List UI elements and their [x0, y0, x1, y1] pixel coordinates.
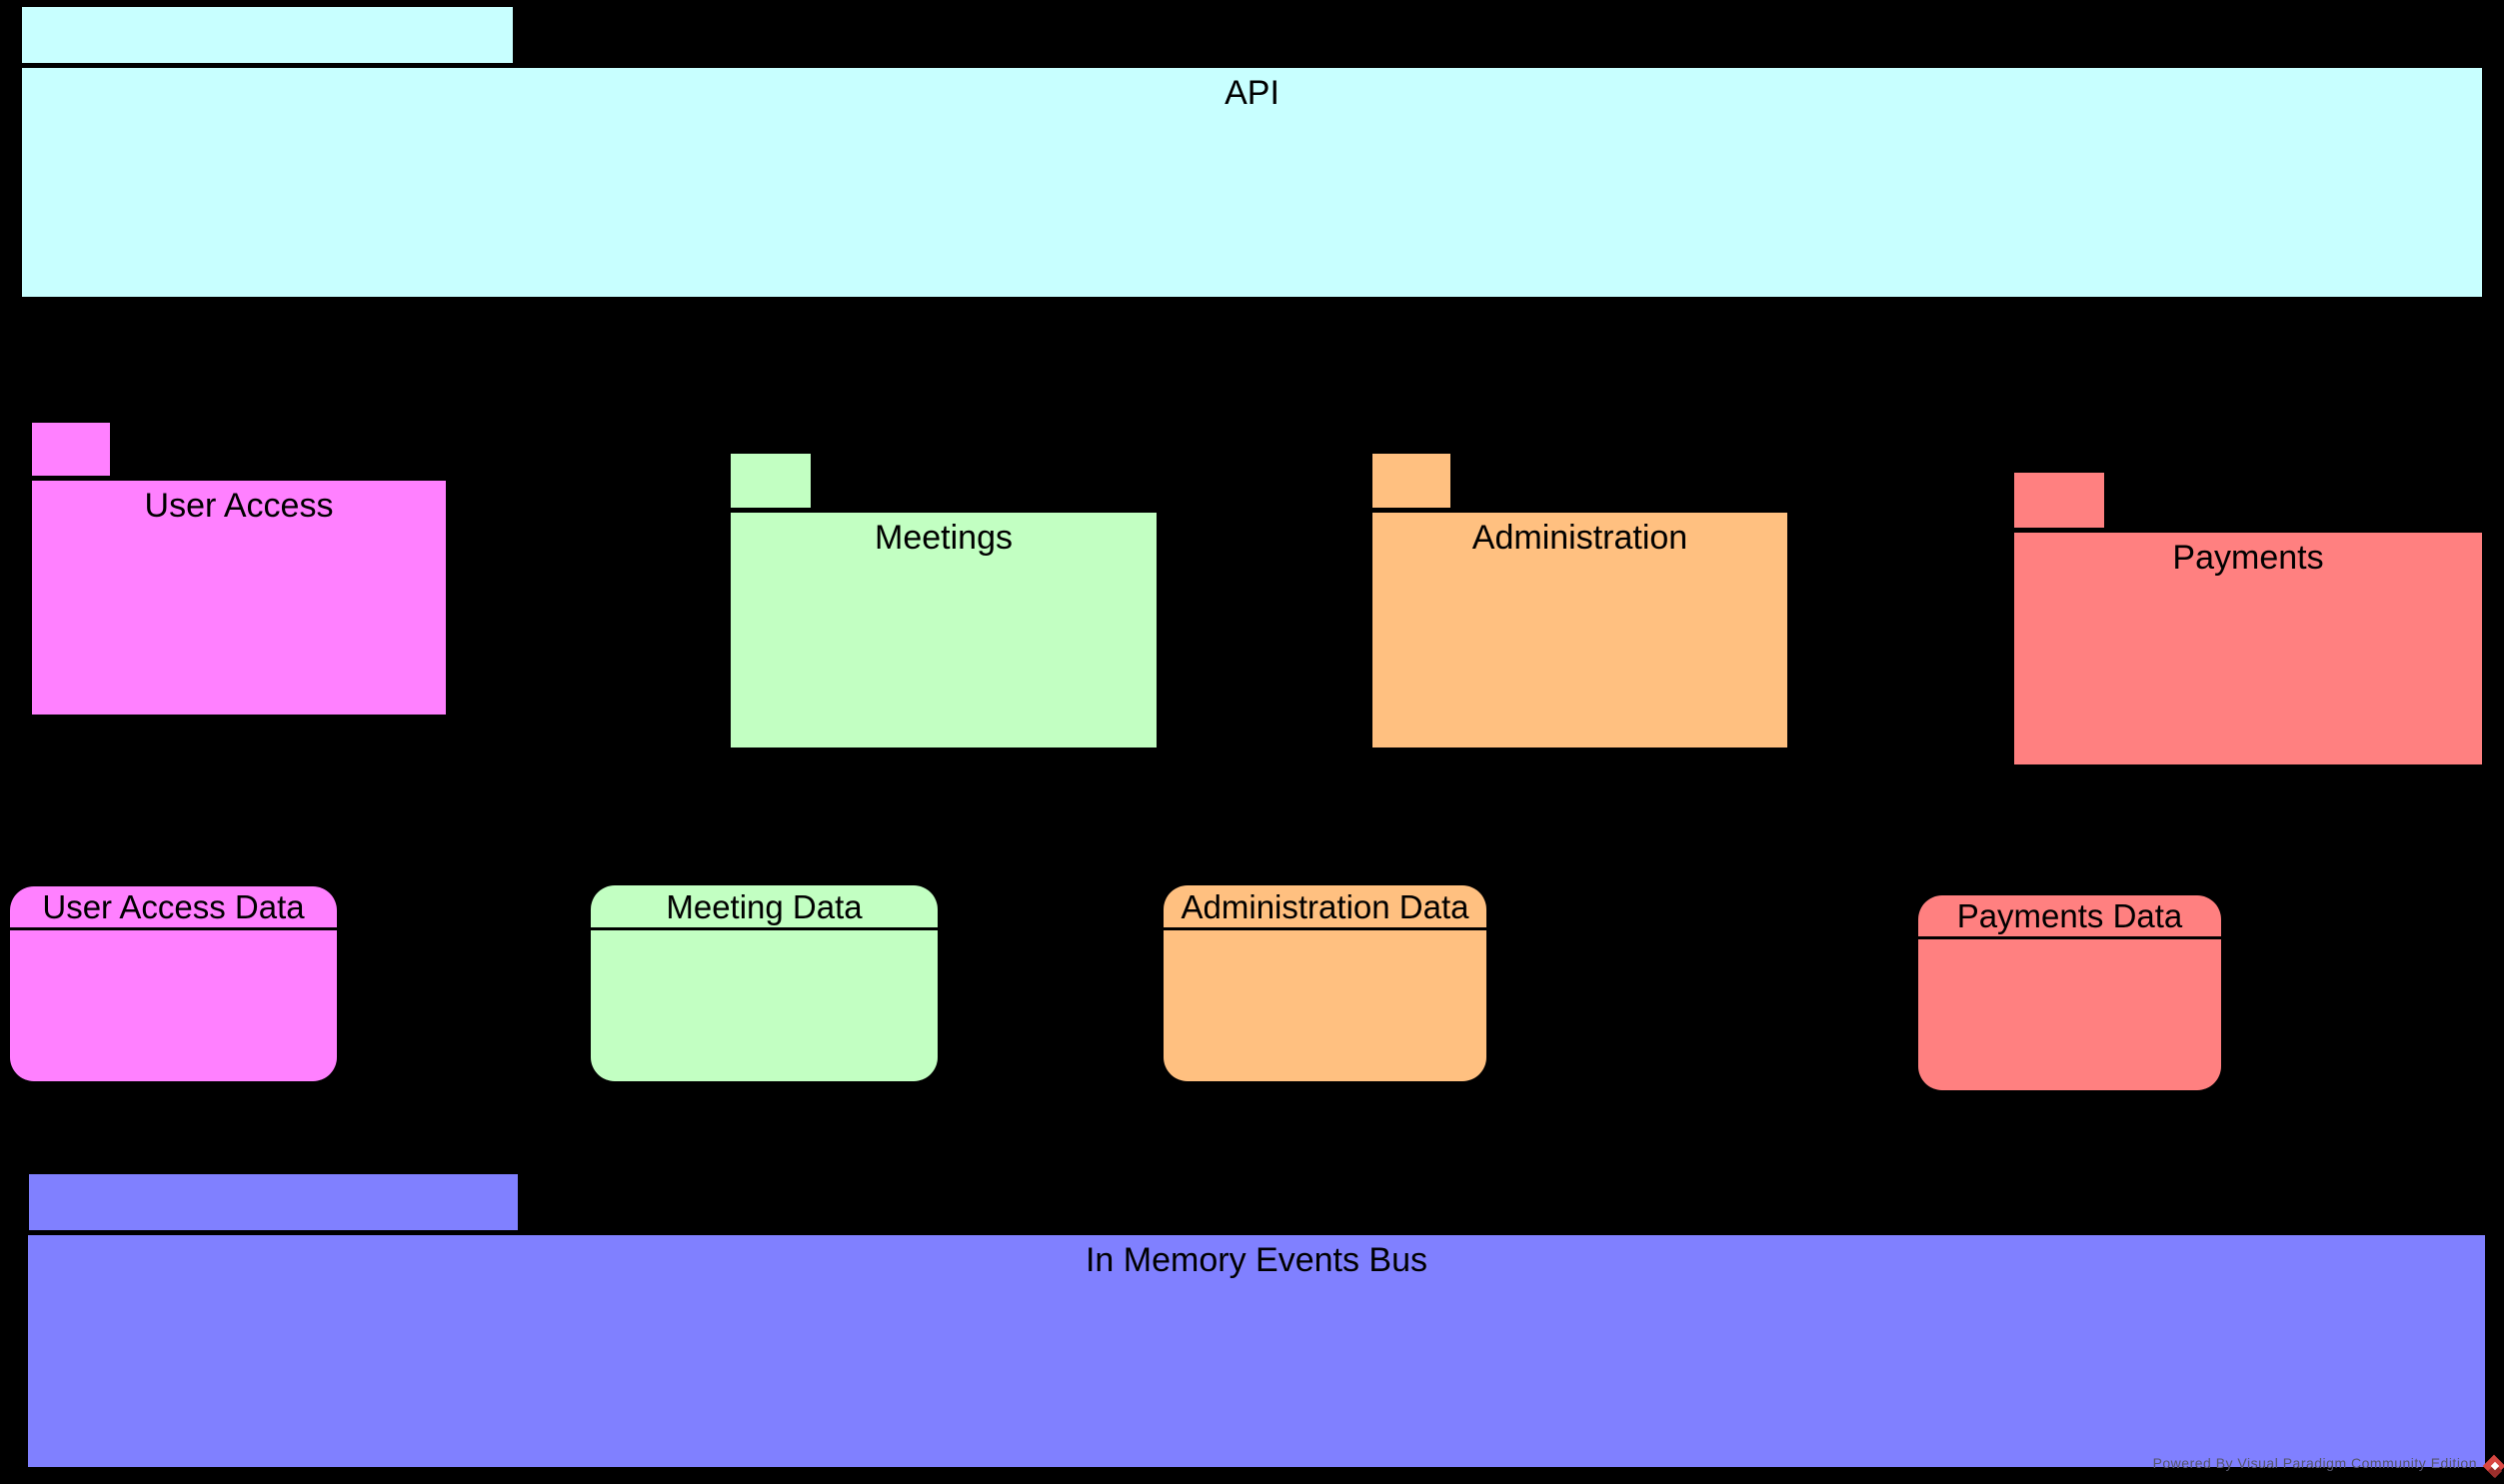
package-meetings-label: Meetings [875, 519, 1013, 557]
package-payments-body: Payments [2014, 533, 2482, 764]
package-administration-label: Administration [1471, 519, 1688, 557]
datastore-payments-data[interactable]: Payments Data [1918, 895, 2221, 1090]
datastore-meeting-data-label: Meeting Data [591, 885, 938, 930]
package-events-bus-body: In Memory Events Bus [28, 1235, 2485, 1467]
package-payments-tab [2014, 473, 2104, 533]
package-user-access[interactable]: User Access [32, 423, 446, 715]
package-events-bus-label: In Memory Events Bus [1085, 1241, 1427, 1279]
package-api-body: API [22, 68, 2482, 297]
datastore-user-access-data-label: User Access Data [10, 886, 337, 930]
datastore-meeting-data[interactable]: Meeting Data [591, 885, 938, 1081]
datastore-payments-data-label: Payments Data [1918, 895, 2221, 939]
package-user-access-body: User Access [32, 481, 446, 715]
package-events-bus-tab [29, 1174, 518, 1235]
package-administration-body: Administration [1372, 513, 1787, 747]
visual-paradigm-logo-icon [2482, 1454, 2504, 1479]
datastore-user-access-data[interactable]: User Access Data [10, 886, 337, 1081]
package-meetings-body: Meetings [731, 513, 1157, 747]
package-user-access-label: User Access [144, 487, 334, 525]
datastore-administration-data-label: Administration Data [1164, 885, 1486, 930]
package-administration-tab [1372, 454, 1450, 513]
watermark-text: Powered By Visual Paradigm Community Edi… [2152, 1455, 2477, 1471]
datastore-administration-data[interactable]: Administration Data [1164, 885, 1486, 1081]
package-administration[interactable]: Administration [1372, 454, 1787, 747]
package-api-tab [22, 7, 513, 68]
package-meetings-tab [731, 454, 811, 513]
package-events-bus[interactable]: In Memory Events Bus [28, 1174, 2485, 1467]
package-api-label: API [1225, 74, 1279, 112]
package-meetings[interactable]: Meetings [731, 454, 1157, 747]
package-user-access-tab [32, 423, 110, 481]
package-payments[interactable]: Payments [2014, 473, 2482, 764]
package-api[interactable]: API [22, 7, 2482, 297]
package-payments-label: Payments [2172, 539, 2324, 577]
